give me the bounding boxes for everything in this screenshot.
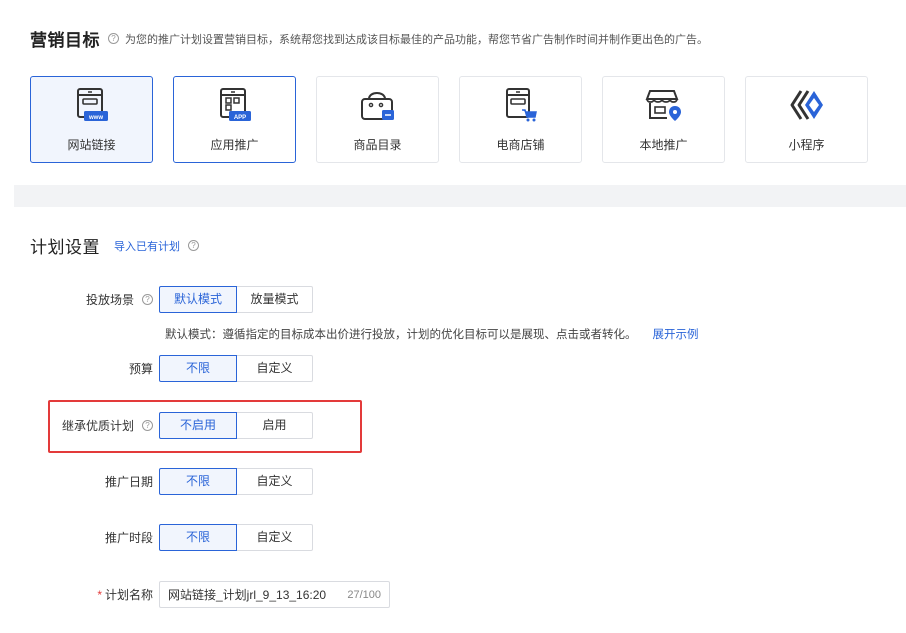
goal-card-website[interactable]: www 网站链接 <box>30 76 153 163</box>
scene-row: 投放场景 ? 默认模式 放量模式 <box>0 286 313 313</box>
plan-name-value: 网站链接_计划jrl_9_13_16:20 <box>168 588 327 602</box>
goal-card-label: 电商店铺 <box>496 138 545 152</box>
goal-card-label: 本地推广 <box>639 138 688 152</box>
plan-settings-title: 计划设置 <box>30 238 100 257</box>
inherit-toggle: 不启用 启用 <box>159 412 313 439</box>
app-icon: APP <box>215 86 255 124</box>
goal-card-app[interactable]: APP 应用推广 <box>173 76 296 163</box>
goal-card-label: 应用推广 <box>210 138 259 152</box>
help-icon[interactable]: ? <box>108 33 119 44</box>
date-option-custom[interactable]: 自定义 <box>237 468 313 495</box>
inherit-row: 继承优质计划 ? 不启用 启用 <box>0 412 313 439</box>
section-divider <box>14 185 906 207</box>
budget-label: 预算 <box>128 362 153 376</box>
period-label: 推广时段 <box>104 531 153 545</box>
scene-label: 投放场景 <box>85 293 134 307</box>
app-badge: APP <box>233 115 245 121</box>
date-toggle: 不限 自定义 <box>159 468 313 495</box>
scene-option-default[interactable]: 默认模式 <box>159 286 237 313</box>
expand-example-link[interactable]: 展开示例 <box>652 329 699 341</box>
scene-hint: 默认模式：遵循指定的目标成本出价进行投放，计划的优化目标可以是展现、点击或者转化… <box>165 326 699 342</box>
scene-hint-text: 默认模式：遵循指定的目标成本出价进行投放，计划的优化目标可以是展现、点击或者转化… <box>165 329 637 341</box>
goal-card-label: 网站链接 <box>67 138 116 152</box>
date-row: 推广日期 不限 自定义 <box>0 468 313 495</box>
local-store-icon <box>644 86 684 124</box>
plan-settings-header: 计划设置 导入已有计划 ? <box>30 233 205 258</box>
budget-option-unlimited[interactable]: 不限 <box>159 355 237 382</box>
catalog-icon <box>358 86 398 124</box>
budget-row: 预算 不限 自定义 <box>0 355 313 382</box>
import-plan-link[interactable]: 导入已有计划 <box>114 240 180 253</box>
inherit-label: 继承优质计划 <box>61 419 134 433</box>
goal-card-mini-program[interactable]: 小程序 <box>745 76 868 163</box>
goal-card-catalog[interactable]: 商品目录 <box>316 76 439 163</box>
period-option-custom[interactable]: 自定义 <box>237 524 313 551</box>
scene-option-volume[interactable]: 放量模式 <box>237 286 313 313</box>
date-option-unlimited[interactable]: 不限 <box>159 468 237 495</box>
char-counter: 27/100 <box>347 588 381 601</box>
required-mark: * <box>97 587 102 602</box>
budget-toggle: 不限 自定义 <box>159 355 313 382</box>
ecommerce-store-icon <box>501 86 541 124</box>
goal-card-local[interactable]: 本地推广 <box>602 76 725 163</box>
date-label: 推广日期 <box>104 475 153 489</box>
goal-card-label: 商品目录 <box>353 138 402 152</box>
mini-program-icon <box>787 86 827 124</box>
plan-name-input[interactable]: 网站链接_计划jrl_9_13_16:20 27/100 <box>159 581 390 608</box>
website-icon: www <box>72 86 112 124</box>
help-icon[interactable]: ? <box>188 240 199 251</box>
plan-name-label: 计划名称 <box>104 588 153 602</box>
period-option-unlimited[interactable]: 不限 <box>159 524 237 551</box>
marketing-goal-title: 营销目标 <box>30 31 100 50</box>
budget-option-custom[interactable]: 自定义 <box>237 355 313 382</box>
period-row: 推广时段 不限 自定义 <box>0 524 313 551</box>
help-icon[interactable]: ? <box>142 420 153 431</box>
help-icon[interactable]: ? <box>142 294 153 305</box>
inherit-option-enabled[interactable]: 启用 <box>237 412 313 439</box>
goal-card-ecommerce[interactable]: 电商店铺 <box>459 76 582 163</box>
www-badge: www <box>87 115 102 121</box>
marketing-goal-description: 为您的推广计划设置营销目标，系统帮您找到达成该目标最佳的产品功能，帮您节省广告制… <box>125 33 708 46</box>
goal-card-label: 小程序 <box>788 138 825 152</box>
plan-name-row: * 计划名称 网站链接_计划jrl_9_13_16:20 27/100 <box>0 581 390 608</box>
marketing-goal-cards: www 网站链接 APP 应用推广 <box>30 76 868 163</box>
inherit-option-disabled[interactable]: 不启用 <box>159 412 237 439</box>
scene-toggle: 默认模式 放量模式 <box>159 286 313 313</box>
highlight-box <box>48 400 362 453</box>
marketing-goal-header: 营销目标 ? 为您的推广计划设置营销目标，系统帮您找到达成该目标最佳的产品功能，… <box>30 26 708 51</box>
period-toggle: 不限 自定义 <box>159 524 313 551</box>
